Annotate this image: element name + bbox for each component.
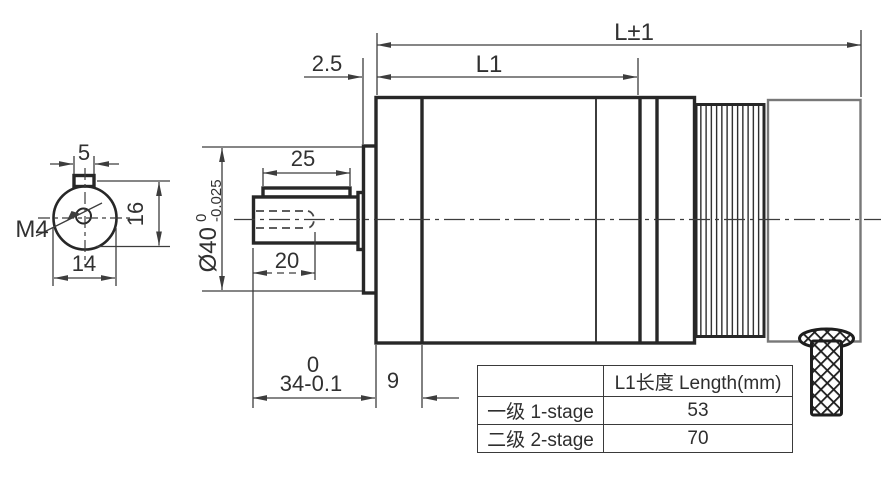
gearbox-housing bbox=[374, 95, 697, 345]
cable-sleeve bbox=[810, 339, 843, 417]
m4-label: M4 bbox=[15, 216, 48, 243]
front-view: M4 5 16 14 bbox=[15, 140, 170, 286]
motor-ribbed-body bbox=[694, 103, 766, 338]
dim-label-pilot-diameter: Ø40 0 -0.025 bbox=[193, 179, 225, 272]
dim-label-key-length: 25 bbox=[291, 146, 315, 171]
dim-label-key-width: 5 bbox=[78, 140, 90, 165]
stage-2-label: 二级 2-stage bbox=[477, 424, 604, 453]
side-view-dimensions: 25 20 2.5 L1 L±1 Ø40 0 -0.025 0 34-0.1 9 bbox=[193, 19, 862, 408]
svg-text:-0.025: -0.025 bbox=[208, 179, 225, 222]
dim-label-overall-height: 16 bbox=[123, 202, 148, 226]
dim-label-hole-depth: 20 bbox=[275, 248, 299, 273]
m4-leader bbox=[35, 202, 103, 237]
dim-label-front-section: 9 bbox=[387, 368, 399, 393]
svg-text:0: 0 bbox=[193, 214, 210, 222]
table-header-row: L1长度 Length(mm) bbox=[477, 365, 793, 397]
rear-end-cap bbox=[766, 98, 862, 343]
dim-label-L-total: L±1 bbox=[614, 19, 654, 46]
table-header-l1-length: L1长度 Length(mm) bbox=[603, 365, 793, 397]
stage-2-value: 70 bbox=[603, 424, 793, 453]
table-header-empty-cell bbox=[477, 365, 604, 397]
stage-1-value: 53 bbox=[603, 396, 793, 425]
dim-label-shaft-diameter: 14 bbox=[72, 251, 96, 276]
m4-tapped-hole bbox=[75, 207, 92, 225]
table-row: 一级 1-stage 53 bbox=[477, 396, 793, 425]
dim-label-L1: L1 bbox=[476, 51, 503, 78]
front-key-flat bbox=[72, 173, 96, 189]
dim-label-shaft-extension: 0 34-0.1 bbox=[280, 352, 342, 396]
dim-label-pilot-thickness: 2.5 bbox=[312, 51, 343, 76]
svg-text:34-0.1: 34-0.1 bbox=[280, 371, 342, 396]
svg-text:0: 0 bbox=[307, 352, 319, 377]
table-row: 二级 2-stage 70 bbox=[477, 424, 793, 453]
l1-length-table: L1长度 Length(mm) 一级 1-stage 53 二级 2-stage… bbox=[477, 365, 793, 453]
hidden-tapped-hole bbox=[256, 210, 315, 229]
svg-text:Ø40: Ø40 bbox=[195, 227, 222, 272]
stage-1-label: 一级 1-stage bbox=[477, 396, 604, 425]
side-view bbox=[234, 95, 881, 417]
